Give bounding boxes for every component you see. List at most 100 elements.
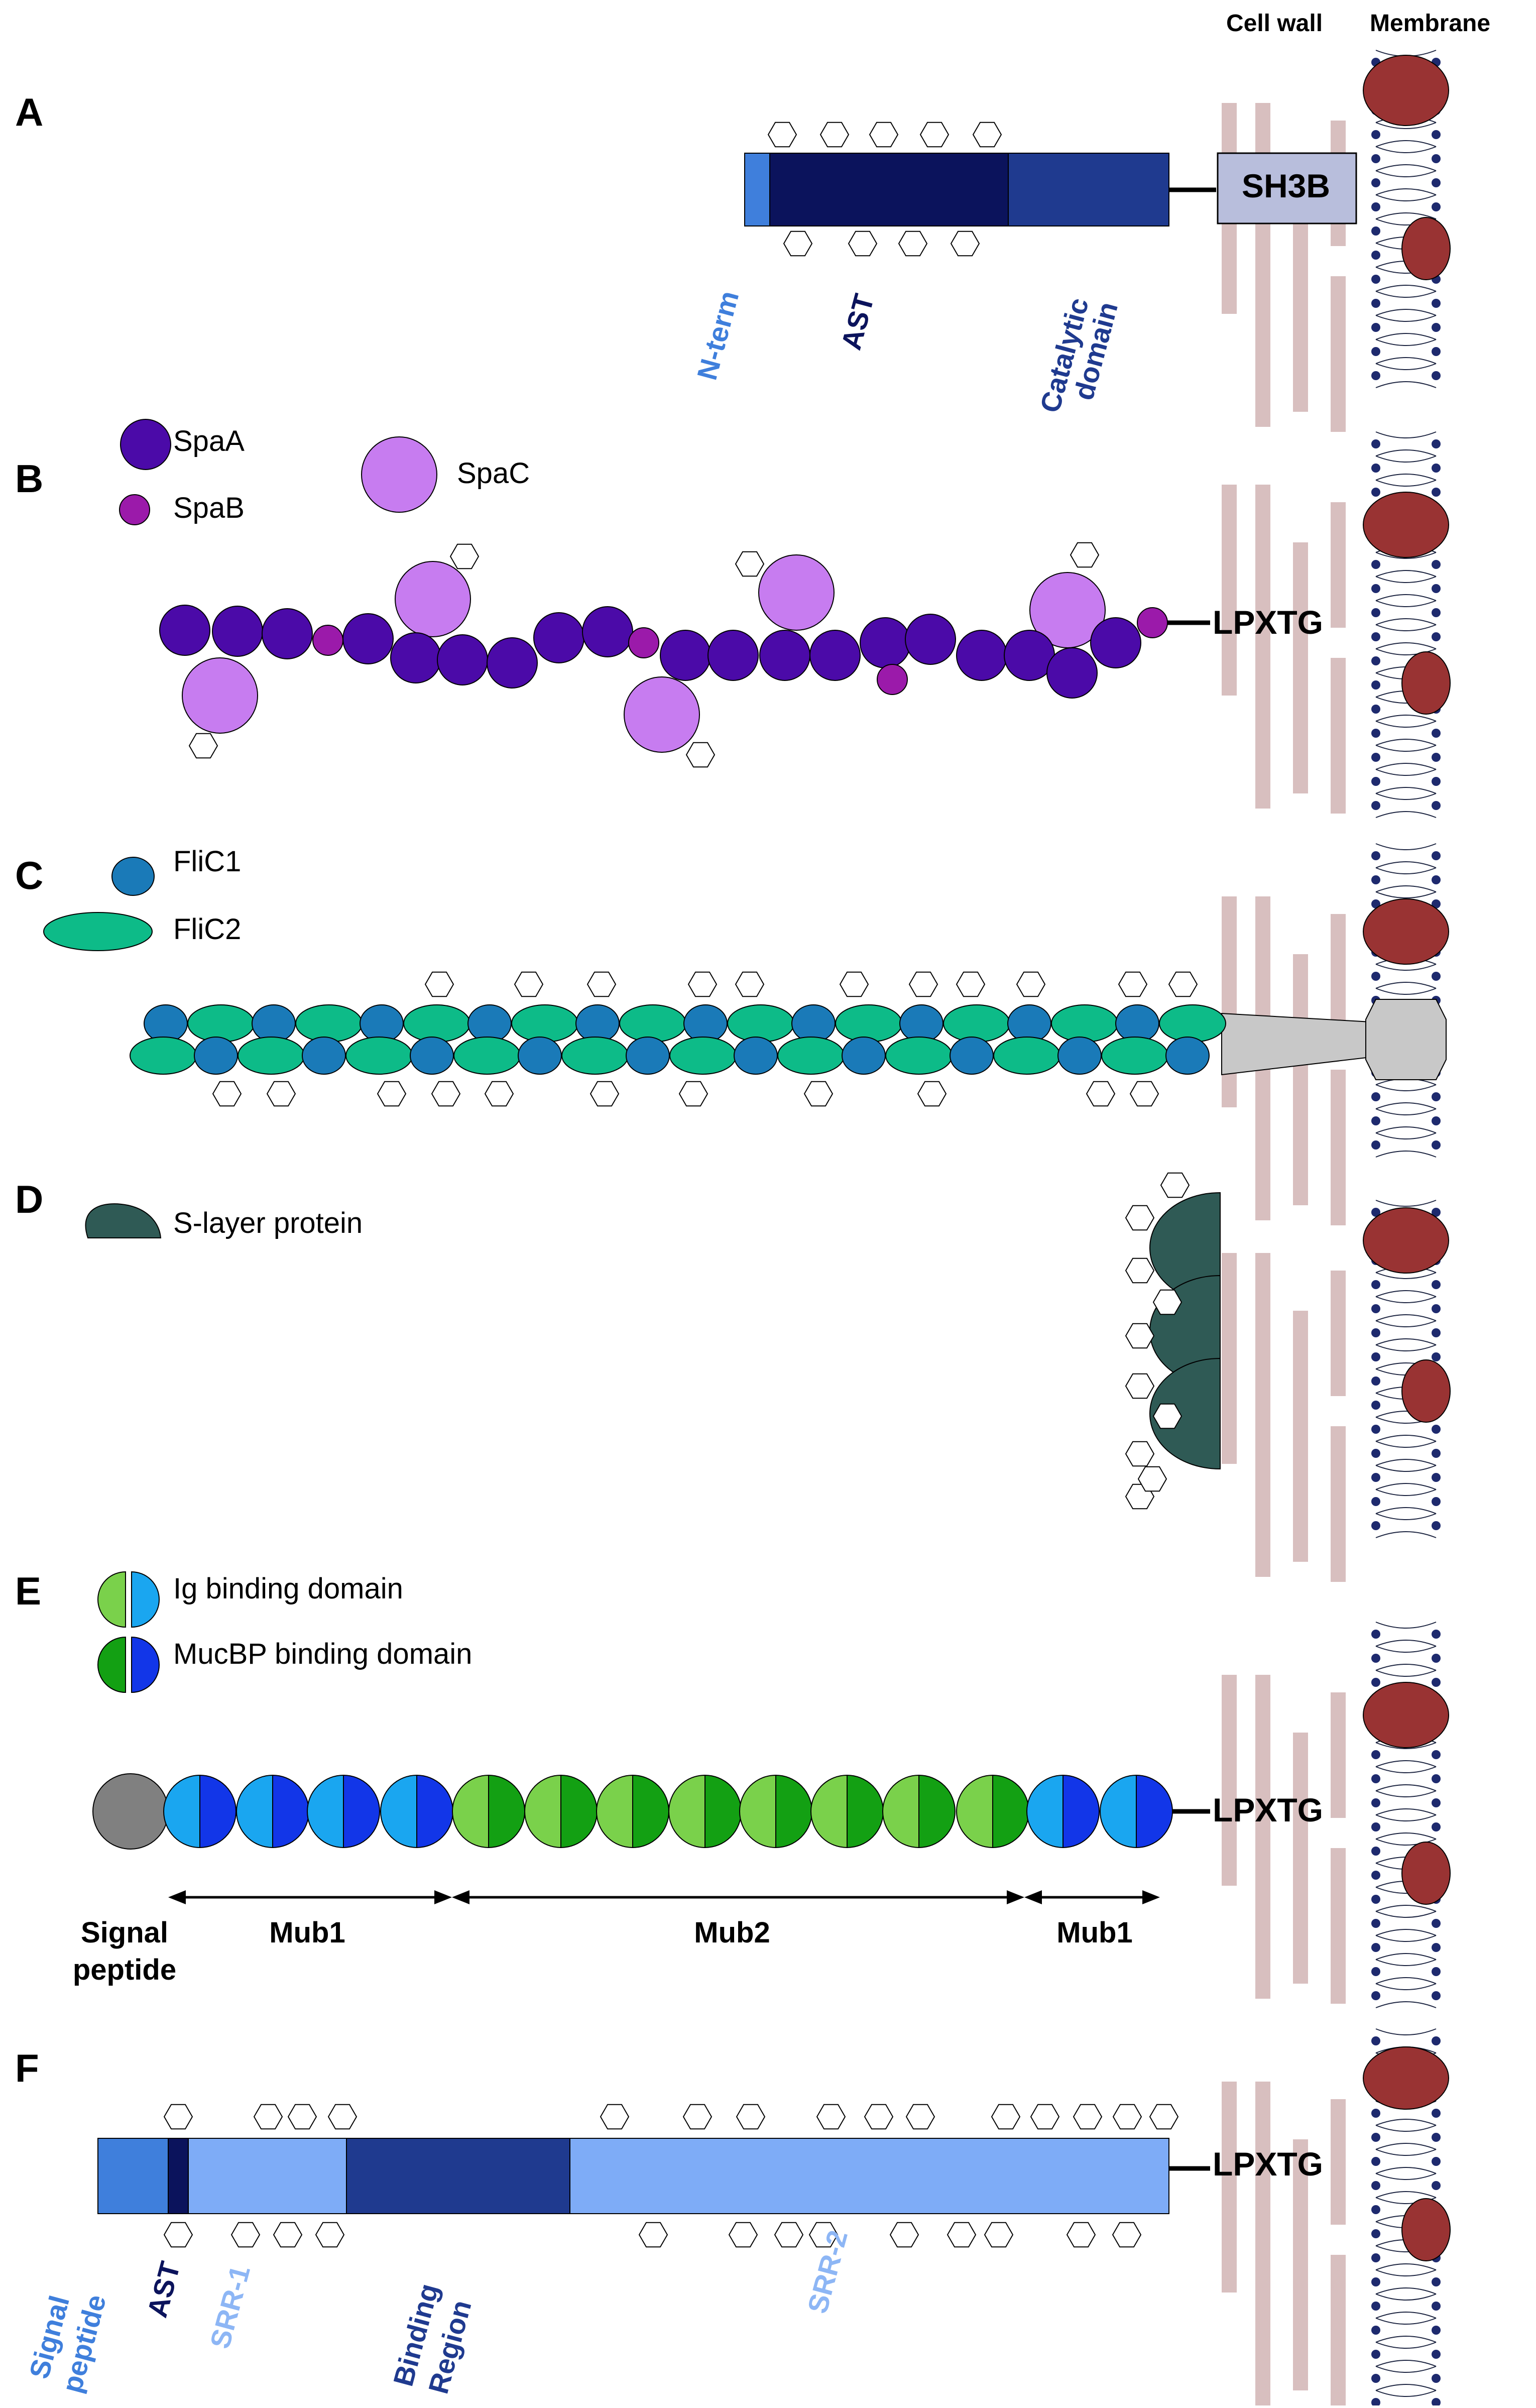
glycan-hexagon (1125, 1205, 1155, 1231)
spab-subunit (877, 664, 908, 695)
flic1-subunit (410, 1037, 454, 1075)
lipid-head (1371, 1630, 1380, 1639)
lipid-head (1371, 1473, 1380, 1482)
mucbp-dark-half (847, 1774, 884, 1849)
flic2-subunit (993, 1037, 1060, 1075)
signal-peptide-label-e2: peptide (73, 1954, 176, 1986)
lipid-head (1371, 1798, 1380, 1807)
lipid-head (1432, 1991, 1441, 2000)
lipid-head (1371, 2036, 1380, 2045)
lipid-head (1432, 1798, 1441, 1807)
panel-letter-b: B (15, 456, 43, 501)
glycan-hexagon (1066, 2222, 1096, 2248)
lipid-tail (1375, 2269, 1437, 2295)
lipid-head (1371, 584, 1380, 593)
flic1-subunit (518, 1037, 562, 1075)
spaa-subunit (1046, 647, 1098, 699)
membrane-protein (1401, 1842, 1451, 1905)
cell-wall-stripe (1222, 580, 1237, 696)
membrane-protein (1401, 1359, 1451, 1423)
lipid-tail (1375, 2390, 1437, 2397)
glycan-hexagon (1070, 542, 1100, 568)
glycan-hexagon (1129, 1081, 1159, 1107)
lipid-head (1371, 656, 1380, 665)
cell-wall-stripe (1331, 1692, 1346, 1818)
lipid-tail (1375, 2366, 1437, 2391)
lipid-head (1371, 875, 1380, 884)
lipid-tail (1375, 2294, 1437, 2319)
ig-dark-half (416, 1774, 453, 1849)
membrane-protein (1363, 1207, 1449, 1274)
glycan-hexagon (864, 2104, 894, 2130)
lipid-head (1432, 464, 1441, 473)
spaa-subunit (809, 630, 861, 681)
lipid-head (1371, 299, 1380, 308)
lipid-head (1371, 1352, 1380, 1361)
lipid-tail (1375, 552, 1437, 577)
glycan-hexagon (1137, 1466, 1167, 1492)
lipid-head (1432, 202, 1441, 211)
lipid-head (1371, 1991, 1380, 2000)
lipid-head (1432, 1449, 1441, 1458)
lipid-head (1432, 632, 1441, 641)
lipid-head (1371, 1774, 1380, 1783)
lipid-head (1371, 1449, 1380, 1458)
glycan-hexagon (682, 2104, 713, 2130)
lipid-head (1371, 1919, 1380, 1928)
glycan-hexagon (869, 122, 899, 148)
flic2-subunit (295, 1004, 363, 1043)
catalytic-domain (1008, 153, 1169, 226)
mucbp-dark-half (775, 1774, 812, 1849)
spaa-subunit (159, 605, 210, 656)
flic2-subunit (187, 1004, 255, 1043)
mub1-right-label: Mub1 (1056, 1916, 1132, 1949)
ast-domain (769, 153, 1009, 226)
lipid-head (1432, 1304, 1441, 1313)
glycan-hexagon (287, 2104, 317, 2130)
glycan-hexagon (1125, 1257, 1155, 1284)
lipid-head (1432, 608, 1441, 617)
cell-wall-stripe (1331, 763, 1346, 814)
lpxtg-label-e: LPXTG (1213, 1791, 1323, 1828)
lipid-head (1371, 154, 1380, 163)
lipid-head (1432, 323, 1441, 332)
flagellar-basal-body (1365, 999, 1447, 1080)
glycan-hexagon (163, 2222, 193, 2248)
spaa-subunit (956, 630, 1007, 681)
glycan-hexagon (1112, 2104, 1142, 2130)
lipid-head (1371, 2109, 1380, 2118)
glycan-hexagon (212, 1081, 242, 1107)
glycan-hexagon (449, 543, 480, 569)
glycan-hexagon (1125, 1323, 1155, 1349)
lipid-head (1432, 2157, 1441, 2166)
lipid-tail (1375, 2342, 1437, 2367)
lipid-head (1371, 226, 1380, 236)
glycan-hexagon (600, 2104, 630, 2130)
glycan-hexagon (905, 2104, 935, 2130)
lipid-head (1371, 680, 1380, 690)
ig-light-half (307, 1774, 344, 1849)
lipid-head (1371, 2253, 1380, 2262)
lipid-head (1432, 130, 1441, 139)
lipid-head (1432, 2277, 1441, 2286)
membrane-protein (1363, 55, 1449, 126)
lipid-head (1432, 1967, 1441, 1976)
lipid-head (1432, 1328, 1441, 1337)
mub1-left-arrow-head-right (434, 1890, 452, 1904)
legend-slayer-shape (85, 1203, 162, 1238)
lipid-head (1371, 801, 1380, 810)
lipid-head (1432, 299, 1441, 308)
cell-wall-stripe (1293, 1481, 1308, 1562)
nterm-domain (744, 153, 770, 226)
glycan-hexagon (767, 122, 797, 148)
lipid-head (1432, 1497, 1441, 1506)
flic2-subunit (511, 1004, 578, 1043)
lipid-head (1371, 1401, 1380, 1410)
flic1-subunit (1057, 1037, 1102, 1075)
mucbp-light-half (739, 1774, 776, 1849)
signal-peptide-domain (97, 2138, 169, 2214)
legend-mucbp-left (97, 1636, 126, 1693)
cell-wall-stripe (1331, 1070, 1346, 1185)
cell-wall-stripe (1331, 382, 1346, 432)
flic1-subunit (791, 1004, 836, 1043)
